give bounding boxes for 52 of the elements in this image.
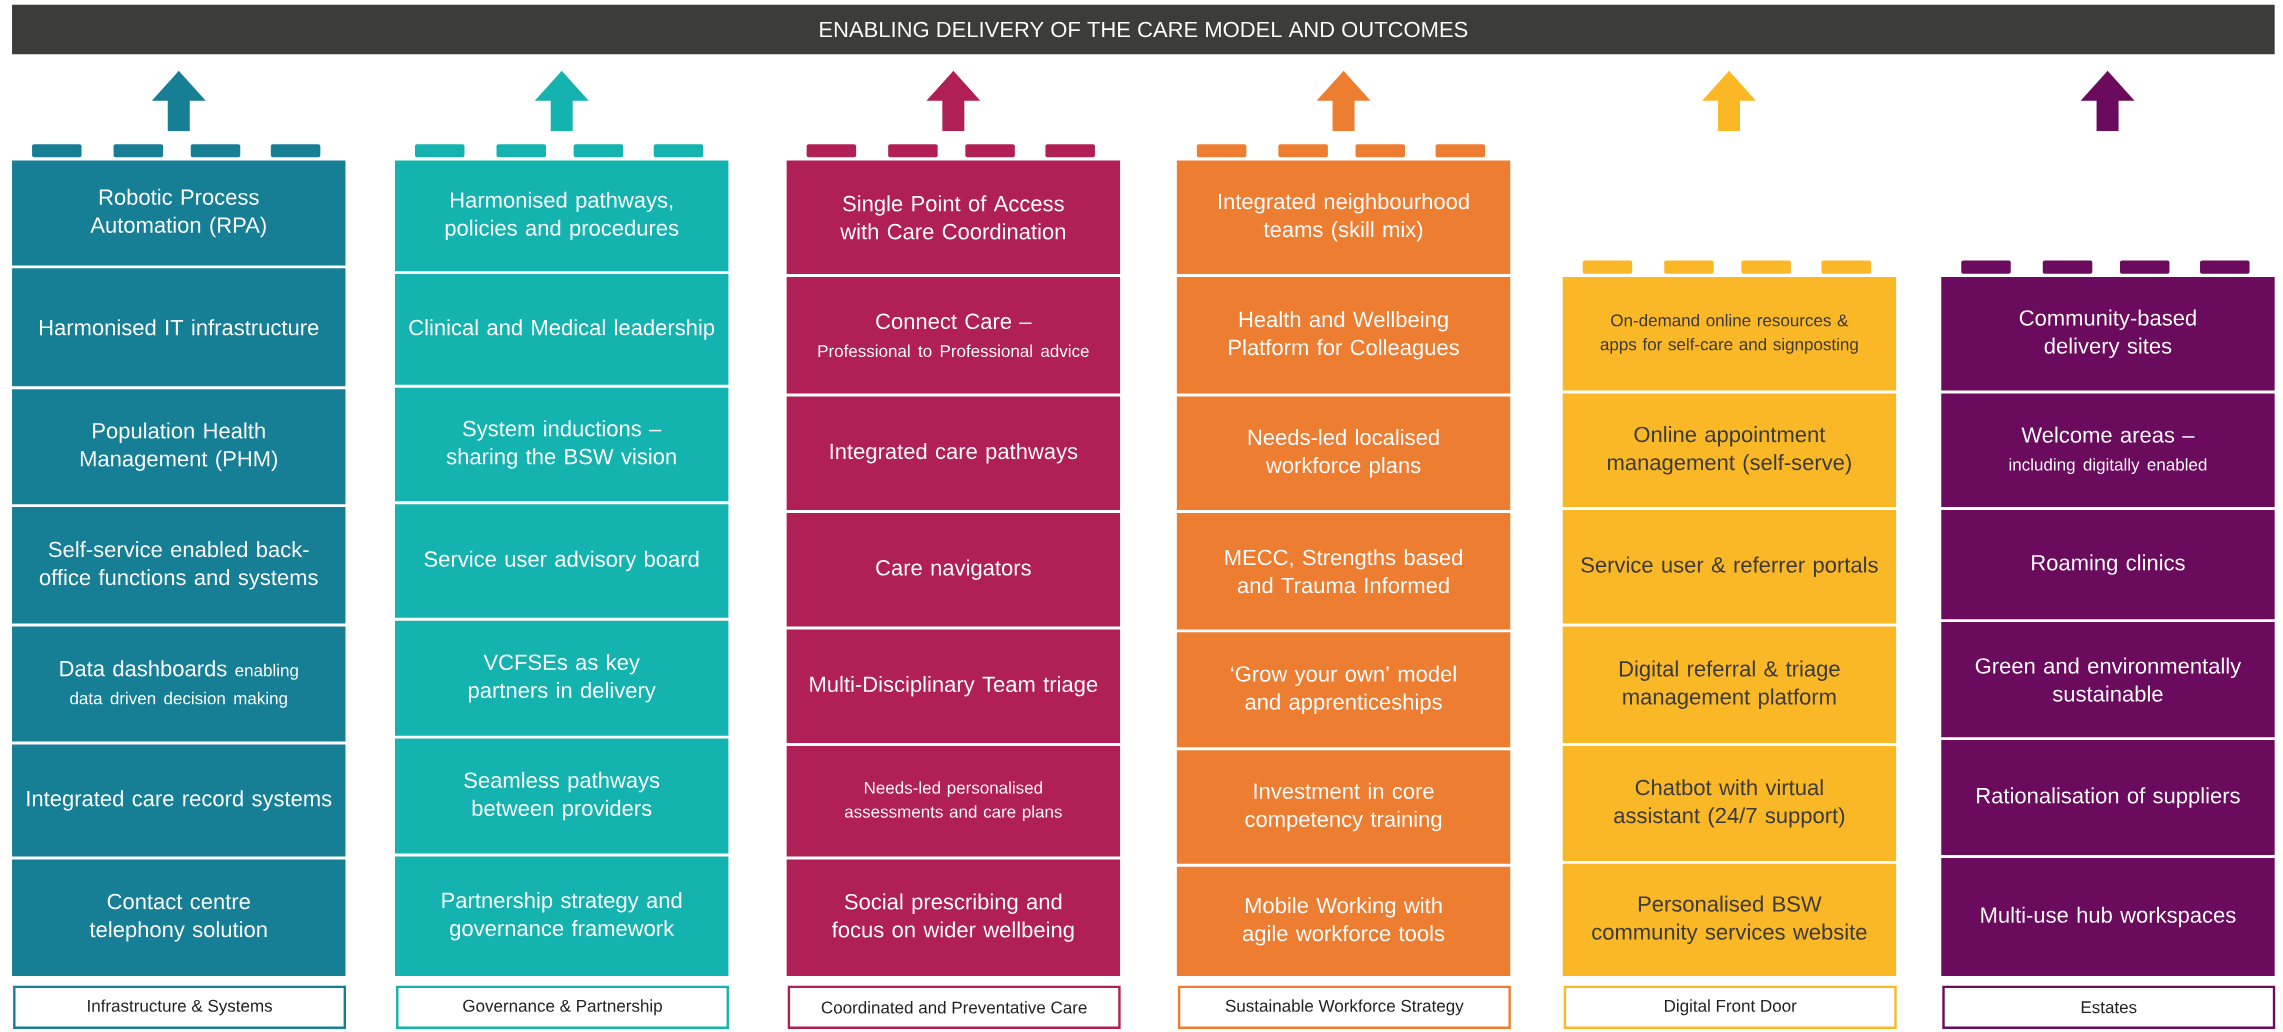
content-box: Contact centre telephony solution xyxy=(12,859,346,976)
title-band: ENABLING DELIVERY OF THE CARE MODEL AND OUTCOMES xyxy=(12,4,2275,55)
content-box: System inductions – sharing the BSW vision xyxy=(395,387,729,502)
content-box: Service user advisory board xyxy=(395,504,729,618)
content-box: Population Health Management (PHM) xyxy=(12,389,346,505)
content-box: Chatbot with virtual assistant (24/7 support) xyxy=(1562,745,1897,861)
content-box: Care navigators xyxy=(786,512,1121,627)
content-box: Self-service enabled back-office functions and systems xyxy=(12,507,346,624)
category-label-box: Sustainable Workforce Strategy xyxy=(1177,985,1511,1029)
content-box: Social prescribing and focus on wider wellbeing xyxy=(786,859,1121,976)
content-box: Multi-Disciplinary Team triage xyxy=(786,629,1121,743)
content-box: Needs-led localised workforce plans xyxy=(1176,396,1511,510)
node-label: Population Health Management (PHM) xyxy=(80,422,277,471)
content-box: Data dashboards enabling data driven decision making xyxy=(12,626,346,742)
category-label-box: Governance & Partnership xyxy=(396,985,729,1029)
content-box: VCFSEs as key partners in delivery xyxy=(395,620,729,736)
content-box: Personalised BSW community services website xyxy=(1562,863,1897,976)
content-box: Green and environmentally sustainable xyxy=(1941,622,2275,738)
node-label: Personalised BSW community services website xyxy=(1592,895,1867,945)
content-box: Rationalisation of suppliers xyxy=(1941,740,2275,856)
content-box: Partnership strategy and governance framework xyxy=(395,856,729,976)
category-label-box: Infrastructure & Systems xyxy=(13,985,347,1029)
content-box: Harmonised pathways, policies and procedures xyxy=(395,160,729,272)
content-box: Welcome areas – including digitally enabled xyxy=(1941,393,2275,508)
content-box: Clinical and Medical leadership xyxy=(395,274,729,385)
content-box: Roaming clinics xyxy=(1941,510,2275,620)
content-box: Investment in core competency training xyxy=(1176,750,1511,864)
content-box: Integrated neighbourhood teams (skill mix) xyxy=(1176,160,1511,275)
content-box: Needs-led personalised assessments and care plans xyxy=(786,745,1121,857)
content-box: Robotic Process Automation (RPA) xyxy=(12,160,346,266)
category-label-box: Estates xyxy=(1942,985,2276,1029)
node-label: Roaming clinics xyxy=(2032,554,2185,575)
content-box: On-demand online resources & apps for self-care and signposting xyxy=(1562,277,1897,391)
content-box: MECC, Strengths based and Trauma Informed xyxy=(1176,512,1511,630)
node-label: Green and environmentally sustainable xyxy=(1975,657,2242,702)
content-box: Service user & referrer portals xyxy=(1562,510,1897,624)
category-label-box: Coordinated and Preventative Care xyxy=(787,985,1121,1029)
content-box: Seamless pathways between providers xyxy=(395,738,729,854)
content-box: Integrated care pathways xyxy=(786,396,1121,510)
category-label-box: Digital Front Door xyxy=(1563,985,1897,1029)
content-box: Mobile Working with agile workforce tools xyxy=(1176,866,1511,976)
content-box: Community-based delivery sites xyxy=(1941,277,2275,391)
content-box: Connect Care – Professional to Professional advice xyxy=(786,277,1121,394)
content-box: Multi-use hub workspaces xyxy=(1941,858,2275,976)
node-label: Harmonised pathways, policies and procedures xyxy=(445,191,679,241)
content-box: ‘Grow your own’ model and apprenticeships xyxy=(1176,632,1511,748)
content-box: Online appointment management (self-serve) xyxy=(1562,393,1897,508)
content-box: Digital referral & triage management platform xyxy=(1562,626,1897,743)
content-box: Health and Wellbeing Platform for Colleagues xyxy=(1176,277,1511,394)
content-box: Integrated care record systems xyxy=(12,744,346,857)
content-box: Harmonised IT infrastructure xyxy=(12,268,346,387)
content-box: Single Point of Access with Care Coordination xyxy=(786,160,1121,275)
